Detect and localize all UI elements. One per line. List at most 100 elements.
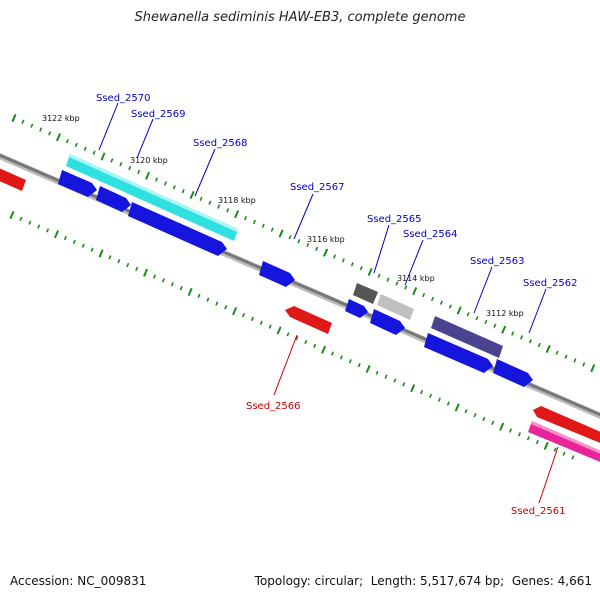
tick-mark [473,412,477,418]
tick-mark [119,161,123,167]
gene-label-ssed-2568[interactable]: Ssed_2568 [193,138,248,149]
length-label: Length: [370,574,417,588]
tick-mark [37,224,41,229]
tick-mark [163,181,167,186]
gene-labels: Ssed_2570 Ssed_2569 Ssed_2568 Ssed_2567 … [96,93,578,517]
tick-mark [464,409,468,414]
tick-mark [297,238,301,244]
gene-partial-right[interactable] [533,406,600,447]
tick-mark [9,210,15,220]
tick-mark [332,254,337,259]
gene-ssed-2563[interactable] [424,316,503,373]
tick-mark [53,230,60,239]
tick-mark [179,285,183,291]
gene-label-ssed-2570[interactable]: Ssed_2570 [96,93,151,104]
tick-mark [448,304,452,309]
tick-mark [100,152,106,161]
genes-label: Genes: [511,574,554,588]
gene-ssed-2566[interactable] [285,306,332,334]
tick-mark [562,451,566,456]
kbp-label-3116: 3116 kbp [307,235,345,244]
tick-mark [217,204,221,209]
genome-title: Shewanella sediminis HAW-EB3, complete g… [134,10,466,25]
tick-mark [571,455,575,460]
tick-mark [226,208,230,213]
tick-mark [439,300,443,305]
tick-mark [189,190,195,200]
tick-mark [21,119,25,125]
tick-mark [19,216,23,222]
genes-layer [0,154,600,466]
gene-ssed-2567[interactable] [259,261,295,287]
tick-mark [359,265,363,271]
tick-mark [197,293,201,299]
tick-mark [170,282,174,287]
gene-label-ssed-2565[interactable]: Ssed_2565 [367,214,422,225]
tick-mark [268,324,272,329]
tick-mark [484,319,488,325]
tick-mark [545,344,551,354]
tick-mark [286,332,290,337]
kbp-label-3114: 3114 kbp [397,274,435,283]
gene-ssed-2564[interactable] [370,294,414,335]
gene-ssed-2570[interactable] [66,154,238,241]
gene-ssed-2561[interactable] [528,421,600,466]
tick-mark [528,339,532,344]
accession-info: Accession: NC_009831 [10,574,146,588]
gene-label-ssed-2562[interactable]: Ssed_2562 [523,278,578,289]
tick-mark [224,305,228,310]
tick-mark [154,177,159,182]
tick-mark [215,301,219,306]
gene-label-ssed-2569[interactable]: Ssed_2569 [131,109,186,120]
kbp-label-3112: 3112 kbp [486,309,524,318]
tick-mark [252,219,256,225]
genes-value: 4,661 [557,574,592,588]
gene-label-ssed-2561[interactable]: Ssed_2561 [511,506,566,517]
gene-label-ssed-2563[interactable]: Ssed_2563 [470,256,525,267]
length-value: 5,517,674 bp [420,574,501,588]
tick-mark [367,267,373,276]
tick-mark [499,422,505,431]
tick-mark [537,342,541,348]
tick-mark [55,133,62,142]
tick-mark [582,362,586,367]
tick-mark [590,364,596,373]
tick-mark [430,296,435,302]
gene-ssed-2565[interactable] [345,283,378,318]
tick-mark [555,350,559,355]
tick-mark [573,358,577,363]
gene-label-ssed-2567[interactable]: Ssed_2567 [290,182,345,193]
tick-mark [278,229,284,238]
gene-label-ssed-2564[interactable]: Ssed_2564 [403,229,458,240]
tick-mark [543,441,549,451]
tick-mark [509,428,513,433]
gene-partial-left[interactable] [0,164,26,191]
tick-mark [110,158,114,163]
tick-mark [511,331,515,336]
kbp-label-3118: 3118 kbp [218,196,256,205]
gene-label-ssed-2566[interactable]: Ssed_2566 [246,401,301,412]
tick-mark [564,354,568,359]
gene-ssed-2568[interactable] [128,202,227,256]
kbp-label-3120: 3120 kbp [130,156,168,165]
gene-ssed-2562[interactable] [493,359,533,387]
tick-mark [466,312,470,317]
tick-mark [92,150,96,155]
tick-mark [306,242,310,248]
tick-mark [270,227,274,232]
tick-mark [243,215,248,221]
accession-value: NC_009831 [77,574,147,588]
gene-ssed-2569[interactable] [58,170,131,212]
label-leaders [98,102,559,504]
tick-mark [39,127,43,132]
tick-mark [501,325,507,334]
tick-mark [199,196,203,202]
tick-mark [128,165,132,171]
tick-mark [117,258,121,264]
tick-mark [446,401,450,406]
tick-mark [330,351,335,356]
tick-mark [108,255,112,260]
tick-mark [482,416,486,422]
tick-mark [377,273,381,278]
